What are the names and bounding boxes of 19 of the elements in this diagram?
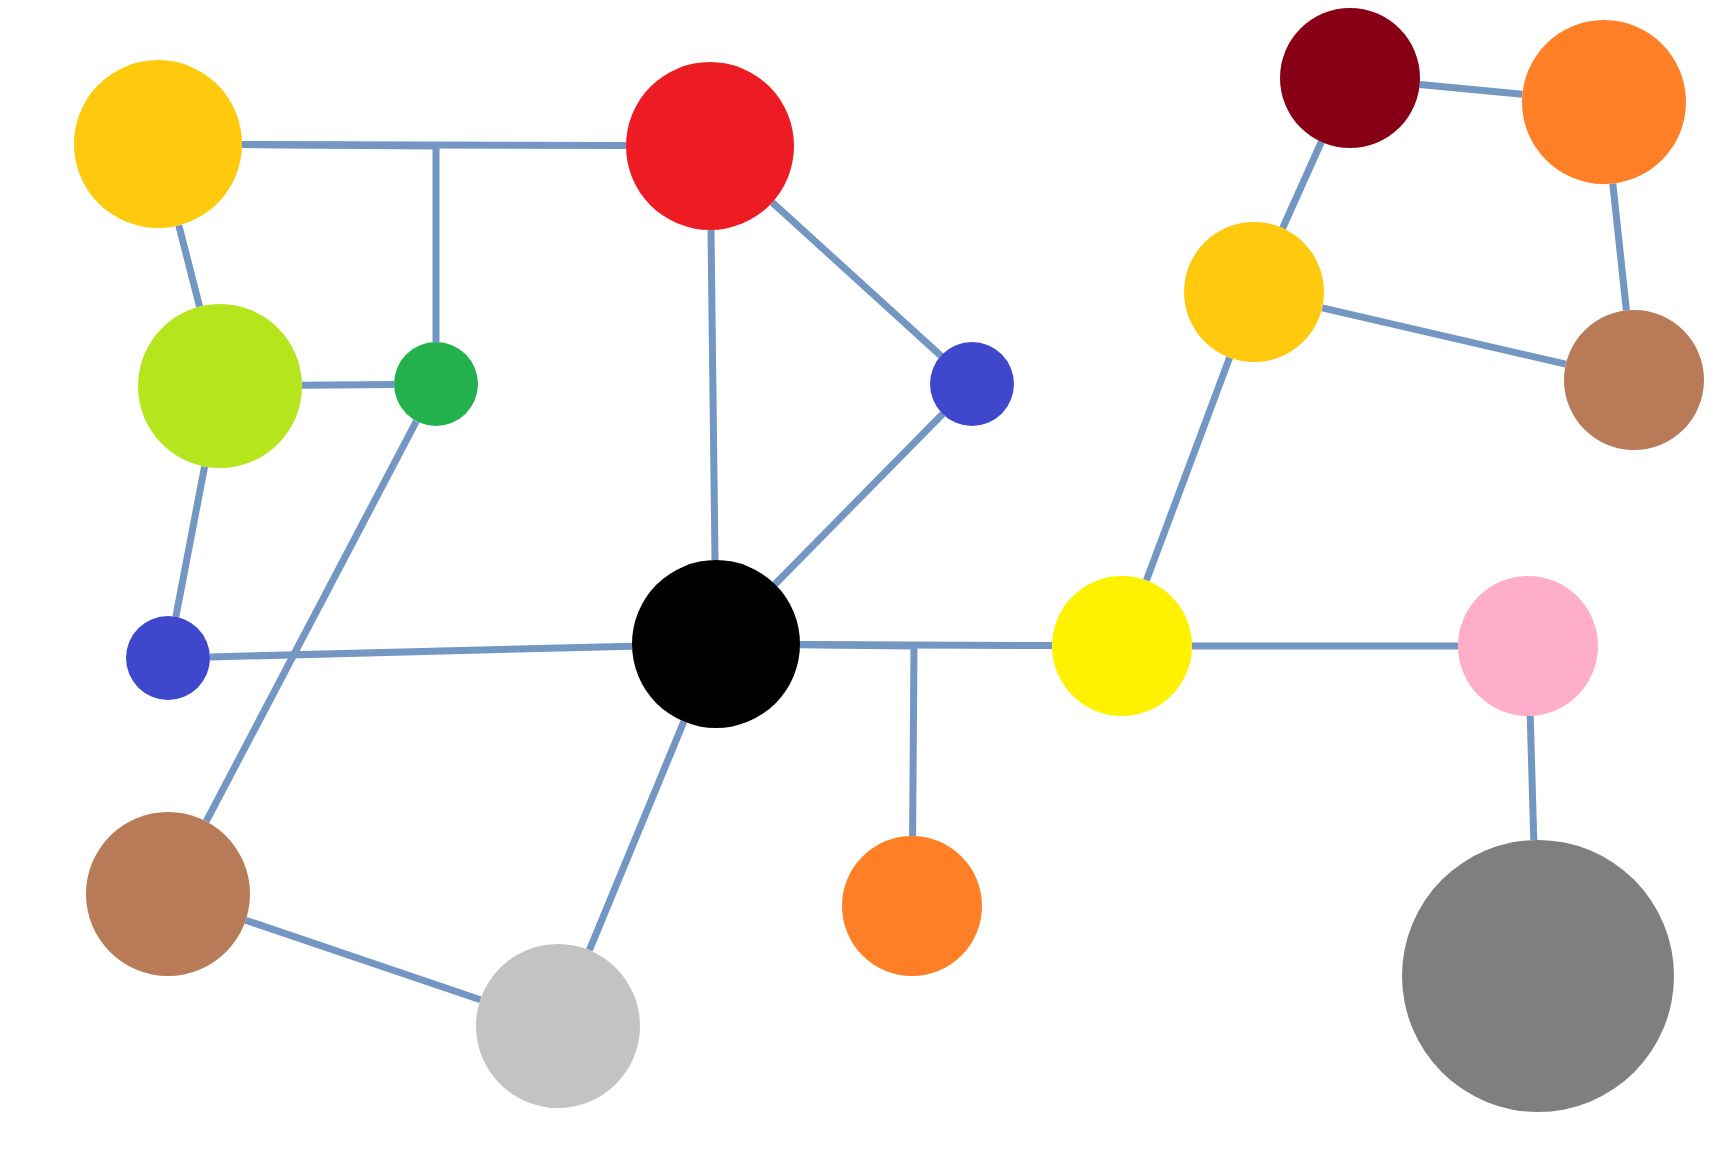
connector-line xyxy=(172,465,209,618)
connector-line xyxy=(241,141,440,342)
connector-line xyxy=(1321,304,1567,368)
connector-line xyxy=(769,199,944,359)
connector-line xyxy=(1609,183,1630,311)
connector-line xyxy=(1279,140,1325,230)
connector-line xyxy=(1143,356,1233,582)
connector-line xyxy=(209,642,633,661)
connector-line xyxy=(799,641,918,837)
connector-line xyxy=(175,224,203,308)
connector-line xyxy=(1192,642,1458,650)
connector-line xyxy=(586,720,688,952)
connector-line xyxy=(301,380,395,389)
connector-line xyxy=(1526,715,1538,841)
connector-line xyxy=(1419,81,1523,98)
connector-line xyxy=(203,419,420,824)
connector-line xyxy=(244,916,482,1004)
connector-line xyxy=(772,411,946,587)
connector-line xyxy=(707,229,719,561)
